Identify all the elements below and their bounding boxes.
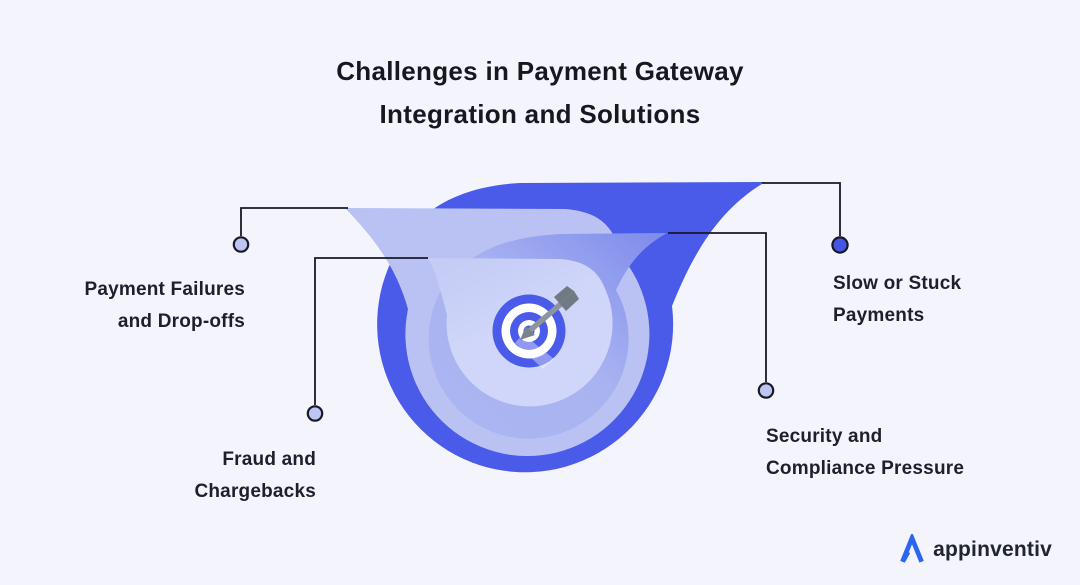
connector-dot-slow-stuck	[831, 236, 849, 254]
label-slow-stuck: Slow or Stuck Payments	[833, 268, 961, 332]
label-fraud-chargebacks-line1: Fraud and	[222, 449, 316, 470]
connector-payment-failures	[232, 207, 348, 253]
connector-dot-fraud-chargebacks	[306, 405, 324, 422]
connector-dot-security-compliance	[757, 382, 775, 399]
appinventiv-logo-mark-icon	[900, 534, 924, 563]
connector-slow-stuck	[762, 182, 849, 254]
connector-fraud-chargebacks	[306, 257, 428, 422]
dart-arrow-icon	[515, 286, 579, 369]
appinventiv-logo-text: appinventiv	[933, 537, 1052, 561]
label-security-compliance-line1: Security and	[766, 426, 883, 447]
page-title: Challenges in Payment Gateway Integratio…	[0, 50, 1080, 136]
label-payment-failures-line1: Payment Failures	[84, 279, 245, 300]
label-security-compliance-line2: Compliance Pressure	[766, 458, 965, 479]
appinventiv-logo: appinventiv	[898, 534, 1052, 565]
label-payment-failures-line2: and Drop-offs	[117, 311, 245, 332]
title-line-2: Integration and Solutions	[379, 99, 701, 129]
label-slow-stuck-line1: Slow or Stuck	[833, 273, 962, 294]
label-security-compliance: Security and Compliance Pressure	[766, 421, 964, 485]
connector-security-compliance	[668, 232, 775, 399]
label-fraud-chargebacks-line2: Chargebacks	[194, 481, 316, 502]
label-fraud-chargebacks: Fraud and Chargebacks	[194, 444, 316, 508]
label-payment-failures: Payment Failures and Drop-offs	[84, 274, 245, 338]
label-slow-stuck-line2: Payments	[833, 305, 925, 326]
title-line-1: Challenges in Payment Gateway	[336, 56, 744, 86]
connector-dot-payment-failures	[232, 236, 250, 253]
